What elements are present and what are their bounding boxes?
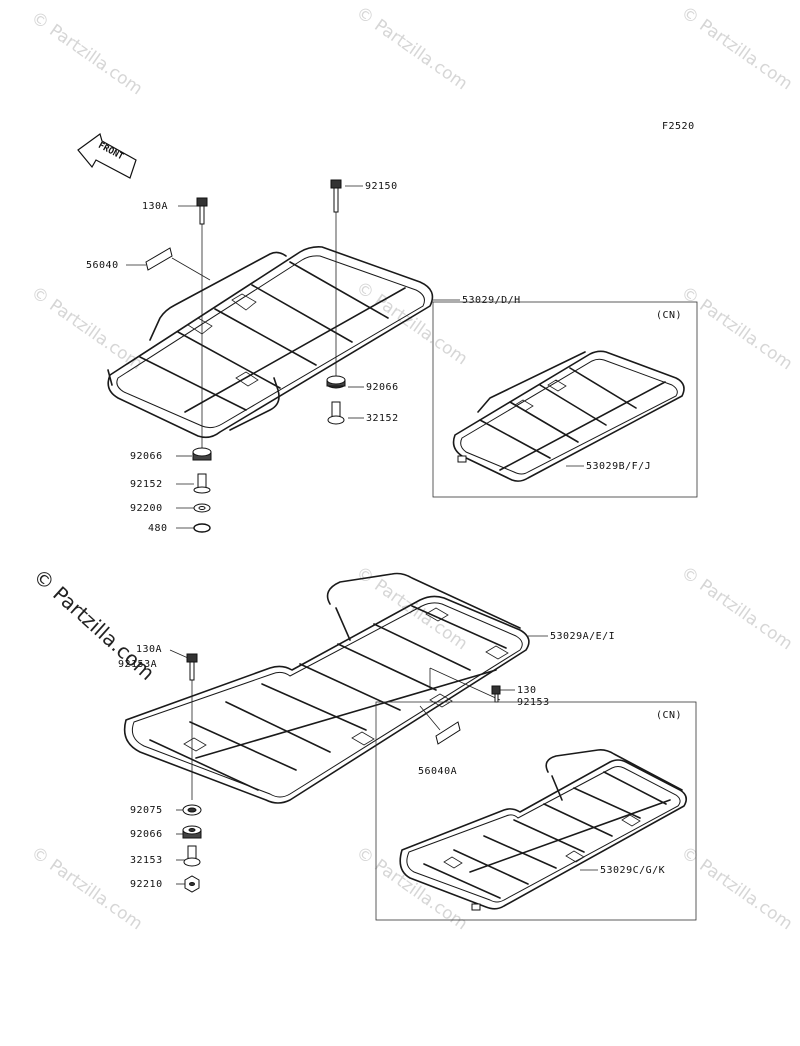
collar-92152-icon <box>193 473 211 494</box>
part-number[interactable]: 32153 <box>130 855 163 866</box>
watermark: © Partzilla.com <box>677 3 796 95</box>
part-number[interactable]: 53029B/F/J <box>586 461 651 472</box>
part-number[interactable]: 56040A <box>418 766 457 777</box>
watermark: © Partzilla.com <box>27 283 146 375</box>
bolt-130a-lower-icon <box>186 653 198 681</box>
rack-53029aei <box>123 572 530 804</box>
bolt-92150-icon <box>330 179 342 213</box>
watermark: © Partzilla.com <box>677 843 796 935</box>
rack-53029bfj <box>452 350 685 482</box>
watermark: © Partzilla.com <box>352 3 471 95</box>
part-number[interactable]: 92153A <box>118 659 157 670</box>
part-number[interactable]: 92075 <box>130 805 163 816</box>
part-number[interactable]: 92153 <box>517 697 550 708</box>
watermark: © Partzilla.com <box>352 843 471 935</box>
damper-92066-left-icon <box>192 447 212 461</box>
washer-92200-icon <box>193 503 211 513</box>
part-number[interactable]: 92200 <box>130 503 163 514</box>
part-number[interactable]: 32152 <box>366 413 399 424</box>
part-number[interactable]: 53029A/E/I <box>550 631 615 642</box>
damper-92066-lower-icon <box>182 825 202 839</box>
part-number[interactable]: 480 <box>148 523 168 534</box>
upper-rack-assembly: 130A 56040 92150 53029/D/H 92066 32152 9… <box>86 179 521 534</box>
circlip-480-icon <box>193 523 211 533</box>
bolt-130-icon <box>491 685 501 703</box>
rack-53029dh <box>107 246 434 439</box>
watermark: © Partzilla.com <box>677 563 796 655</box>
front-arrow-icon: FRONT <box>77 133 137 179</box>
part-number[interactable]: 130A <box>142 201 168 212</box>
watermark: © Partzilla.com <box>352 278 471 370</box>
lower-rack-assembly: 130A 92153A 53029A/E/I 130 92153 56040A … <box>118 572 615 893</box>
watermark: © Partzilla.com <box>677 283 796 375</box>
nut-92210-icon <box>184 875 200 893</box>
part-number[interactable]: 92066 <box>366 382 399 393</box>
part-number[interactable]: 92150 <box>365 181 398 192</box>
cn-box-upper: (CN) 53029B/F/J <box>432 301 698 498</box>
part-number[interactable]: 92066 <box>130 451 163 462</box>
part-number[interactable]: 53029C/G/K <box>600 865 665 876</box>
part-number[interactable]: 92066 <box>130 829 163 840</box>
part-number[interactable]: 130 <box>517 685 537 696</box>
label-56040a-icon <box>435 721 461 745</box>
part-number[interactable]: 92210 <box>130 879 163 890</box>
rack-53029cgk <box>399 749 688 911</box>
part-number[interactable]: 92152 <box>130 479 163 490</box>
bolt-130a-icon <box>196 197 208 225</box>
diagram-code: F2520 <box>662 121 695 132</box>
watermark: © Partzilla.com <box>27 843 146 935</box>
cn-tag: (CN) <box>656 710 682 721</box>
collar-32152-right-icon <box>327 401 345 425</box>
part-number[interactable]: 130A <box>136 644 162 655</box>
watermarks: © Partzilla.com © Partzilla.com © Partzi… <box>27 3 796 935</box>
part-number[interactable]: 56040 <box>86 260 119 271</box>
label-56040-icon <box>145 247 173 271</box>
cn-box-lower: (CN) 53029C/G/K <box>375 701 697 921</box>
damper-92066-right-icon <box>326 375 346 389</box>
collar-32153-icon <box>183 845 201 867</box>
watermark: © Partzilla.com <box>27 8 146 100</box>
cn-tag: (CN) <box>656 310 682 321</box>
part-number[interactable]: 53029/D/H <box>462 295 521 306</box>
washer-92075-icon <box>182 804 202 816</box>
